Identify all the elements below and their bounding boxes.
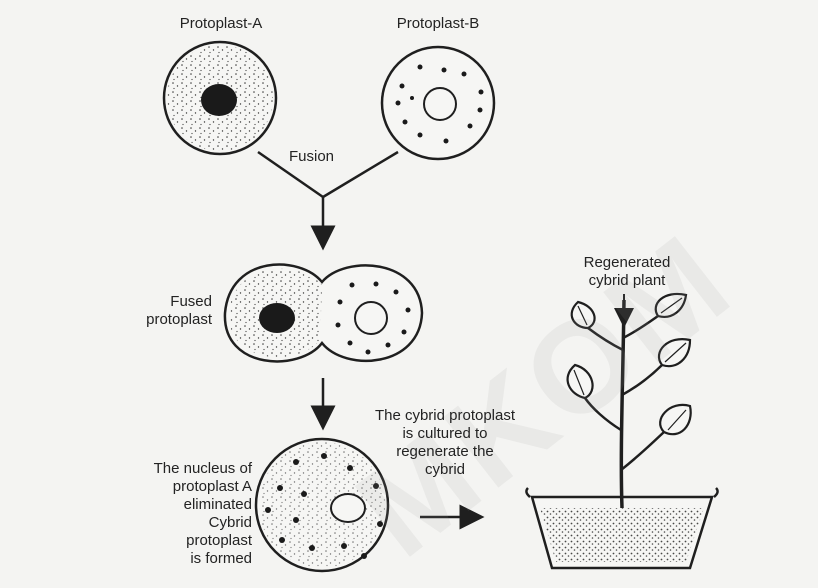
fused-label-line-2: protoplast — [100, 311, 212, 329]
protoplast-a-cell — [164, 42, 276, 154]
nucleus-label-line-3: eliminated — [72, 496, 252, 514]
protoplast-b-label: Protoplast-B — [363, 15, 513, 33]
cultured-label-line-2: is cultured to — [340, 425, 550, 443]
fused-protoplast-cell — [225, 265, 422, 362]
nucleus-label-line-4: Cybrid — [72, 514, 252, 532]
fused-label-line-1: Fused — [100, 293, 212, 311]
nucleus-label-line-6: is formed — [72, 550, 252, 568]
protoplast-b-cell — [382, 47, 494, 159]
regenerated-label-line-1: Regenerated — [547, 254, 707, 272]
regenerated-label-line-2: cybrid plant — [547, 272, 707, 290]
protoplast-a-nucleus — [201, 84, 237, 116]
cultured-label: The cybrid protoplast is cultured to reg… — [340, 407, 550, 479]
protoplast-b-nucleus — [424, 88, 456, 120]
protoplast-a-label: Protoplast-A — [146, 15, 296, 33]
fused-nucleus-b — [355, 302, 387, 334]
nucleus-label-line-2: protoplast A — [72, 478, 252, 496]
nucleus-eliminated-label: The nucleus of protoplast A eliminated C… — [72, 460, 252, 568]
nucleus-label-line-1: The nucleus of — [72, 460, 252, 478]
nucleus-label-line-5: protoplast — [72, 532, 252, 550]
cultured-label-line-4: cybrid — [340, 461, 550, 479]
fusion-label: Fusion — [289, 148, 334, 166]
fused-protoplast-label: Fused protoplast — [100, 293, 212, 329]
regenerated-plant-label: Regenerated cybrid plant — [547, 254, 707, 290]
cultured-label-line-1: The cybrid protoplast — [340, 407, 550, 425]
cultured-label-line-3: regenerate the — [340, 443, 550, 461]
fused-nucleus-a — [259, 303, 295, 333]
